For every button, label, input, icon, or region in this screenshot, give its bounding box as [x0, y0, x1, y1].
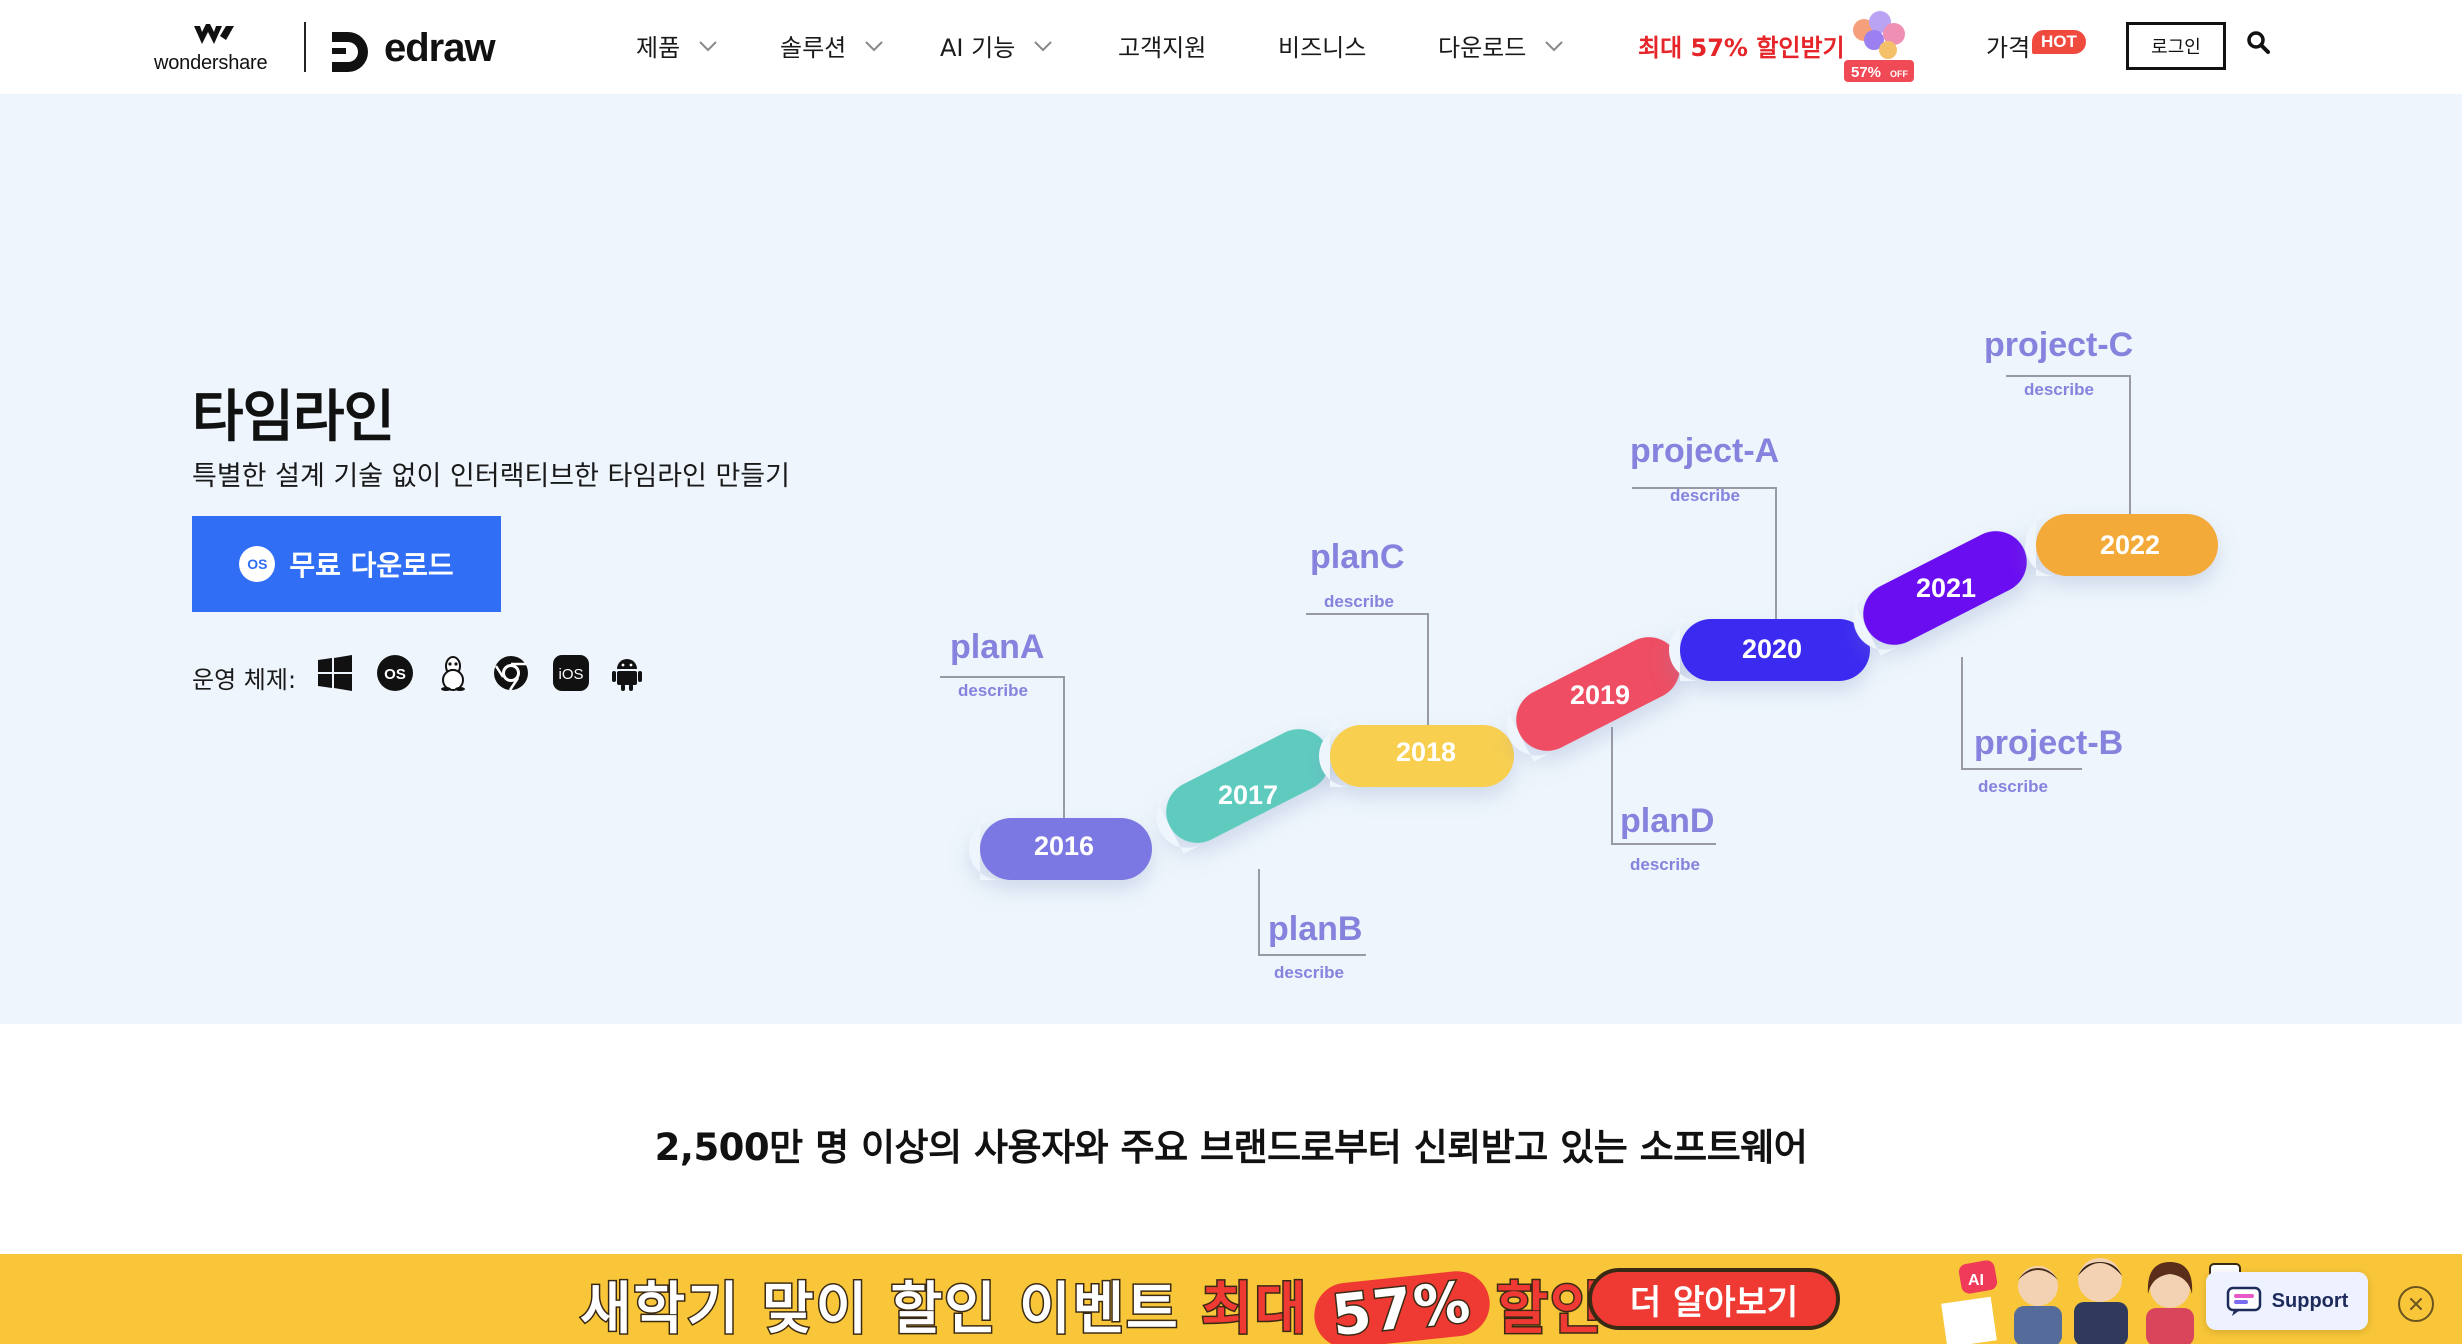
- wondershare-mark-icon: [194, 24, 234, 44]
- edraw-logo[interactable]: edraw: [328, 24, 496, 74]
- timeline-desc-pland: describe: [1630, 855, 1700, 874]
- timeline-label-project-b: project-B: [1974, 724, 2124, 762]
- timeline-label-planb: planB: [1268, 910, 1363, 948]
- close-icon: [2410, 1298, 2422, 1310]
- nav-ai-features[interactable]: AI 기능: [940, 28, 1053, 63]
- wondershare-wordmark: wondershare: [154, 52, 268, 74]
- learn-more-button[interactable]: 더 알아보기: [1588, 1268, 1840, 1330]
- nav-support[interactable]: 고객지원: [1118, 28, 1206, 63]
- wondershare-logo[interactable]: wondershare: [154, 22, 274, 74]
- timeline-desc-project-a: describe: [1670, 486, 1740, 505]
- android-icon[interactable]: [608, 654, 646, 692]
- timeline-label-planc: planC: [1310, 538, 1405, 576]
- os-label: 운영 체제:: [192, 666, 297, 694]
- nav-support-label: 고객지원: [1118, 34, 1207, 62]
- timeline-item-2021: [1852, 531, 2027, 656]
- hero-section: 타임라인 특별한 설계 기술 없이 인터랙티브한 타임라인 만들기 OS 무료 …: [0, 94, 2462, 1024]
- timeline-item-2018: [1319, 725, 1514, 787]
- free-download-button[interactable]: OS 무료 다운로드: [192, 516, 501, 612]
- banner-characters-illustration: AI: [1940, 1254, 2250, 1344]
- timeline-year-2018: 2018: [1396, 737, 1457, 767]
- hot-badge: HOT: [2032, 30, 2086, 54]
- nav-business[interactable]: 비즈니스: [1278, 28, 1366, 63]
- macos-icon: OS: [239, 546, 276, 582]
- timeline-year-2022: 2022: [2100, 530, 2161, 560]
- free-download-label: 무료 다운로드: [289, 549, 454, 582]
- timeline-illustration: 2016 2017 2018 2019 2020 2021 2022 planA…: [930, 214, 2250, 1014]
- nav-promo-label: 최대 57% 할인받기: [1638, 34, 1845, 62]
- macos-icon-text: OS: [384, 666, 406, 683]
- timeline-label-pland: planD: [1620, 802, 1715, 840]
- timeline-item-2019: [1505, 637, 1680, 762]
- timeline-desc-planb: describe: [1274, 963, 1344, 982]
- nav-products[interactable]: 제품: [636, 28, 718, 63]
- windows-icon[interactable]: [316, 654, 354, 692]
- timeline-year-2019: 2019: [1570, 680, 1631, 710]
- chevron-down-icon: [1545, 41, 1564, 52]
- nav-download[interactable]: 다운로드: [1438, 28, 1564, 63]
- site-header: wondershare edraw 제품 솔루션 AI 기능 고객지원 비즈니스…: [0, 0, 2462, 94]
- macos-icon[interactable]: OS: [376, 654, 414, 692]
- nav-pricing-label: 가격: [1986, 34, 2031, 62]
- banner-percent-badge: 57%: [1311, 1267, 1494, 1344]
- timeline-desc-project-c: describe: [2024, 380, 2094, 399]
- timeline-item-2016: [969, 818, 1152, 880]
- chevron-down-icon: [865, 41, 883, 52]
- login-button[interactable]: 로그인: [2126, 22, 2226, 70]
- banner-text-discount: 할인: [1495, 1276, 1604, 1344]
- nav-solutions[interactable]: 솔루션: [780, 28, 884, 63]
- timeline-label-project-c: project-C: [1984, 326, 2134, 364]
- search-button[interactable]: [2246, 30, 2278, 62]
- edraw-mark-icon: [332, 32, 368, 72]
- timeline-item-2017: [1155, 729, 1330, 854]
- timeline-desc-planc: describe: [1324, 592, 1394, 611]
- ios-icon[interactable]: iOS: [552, 654, 590, 692]
- nav-download-label: 다운로드: [1438, 34, 1527, 62]
- banner-text-main: 새학기 맞이 할인 이벤트: [579, 1276, 1180, 1344]
- page-title: 타임라인: [192, 385, 395, 450]
- close-banner-button[interactable]: [2398, 1286, 2434, 1322]
- trust-heading: 2,500만 명 이상의 사용자와 주요 브랜드로부터 신뢰받고 있는 소프트웨…: [654, 1126, 1808, 1169]
- banner-text-max: 최대: [1200, 1276, 1309, 1344]
- timeline-item-2022: [2025, 514, 2218, 576]
- promo-badge-text: 57%: [1851, 64, 1881, 81]
- timeline-label-plana: planA: [950, 628, 1045, 666]
- banner-ai-tag: AI: [1968, 1272, 1984, 1289]
- promo-badge-off: OFF: [1890, 69, 1908, 79]
- nav-pricing[interactable]: 가격: [1986, 28, 2030, 63]
- timeline-year-2020: 2020: [1742, 634, 1803, 664]
- timeline-year-2016: 2016: [1034, 831, 1095, 861]
- nav-business-label: 비즈니스: [1278, 34, 1367, 62]
- timeline-label-project-a: project-A: [1630, 432, 1780, 470]
- chevron-down-icon: [1034, 41, 1053, 52]
- timeline-desc-project-b: describe: [1978, 777, 2048, 796]
- timeline-year-2017: 2017: [1218, 780, 1279, 810]
- timeline-year-2021: 2021: [1916, 573, 1977, 603]
- chat-icon: [2226, 1286, 2261, 1316]
- edraw-wordmark: edraw: [384, 26, 496, 70]
- support-label: Support: [2271, 1289, 2349, 1312]
- logo-divider: [304, 22, 306, 72]
- timeline-item-2020: [1669, 619, 1870, 681]
- nav-solutions-label: 솔루션: [780, 34, 847, 62]
- search-icon: [2247, 31, 2270, 54]
- chevron-down-icon: [699, 41, 717, 52]
- timeline-desc-plana: describe: [958, 681, 1028, 700]
- nav-promo-discount[interactable]: 최대 57% 할인받기: [1638, 28, 1845, 63]
- linux-icon[interactable]: [434, 654, 472, 692]
- support-button[interactable]: Support: [2206, 1272, 2368, 1330]
- nav-products-label: 제품: [636, 34, 681, 62]
- timeline-connectors: [940, 375, 2218, 956]
- promo-balloons-icon: 57% OFF: [1842, 8, 1916, 84]
- nav-ai-features-label: AI 기능: [940, 34, 1016, 62]
- page-subtitle: 특별한 설계 기술 없이 인터랙티브한 타임라인 만들기: [192, 461, 790, 492]
- ios-icon-text: iOS: [558, 666, 583, 683]
- chrome-icon[interactable]: [492, 654, 530, 692]
